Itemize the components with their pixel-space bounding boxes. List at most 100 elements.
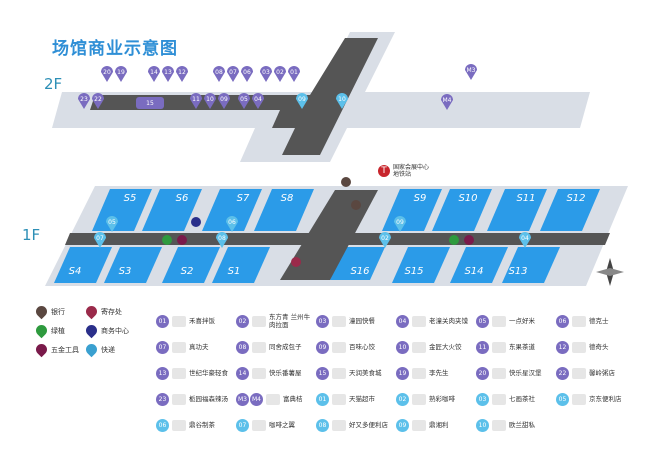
shop-logo-icon — [572, 341, 586, 353]
shop-unit[interactable] — [104, 247, 162, 283]
service-marker-icon[interactable] — [162, 235, 172, 245]
map-pin-2f[interactable]: 03 — [260, 66, 272, 82]
map-pin-label: 05 — [240, 96, 248, 103]
shop-logo-icon — [172, 419, 186, 431]
map-pin-2f[interactable]: 23 — [78, 93, 90, 109]
shop-logo-icon — [412, 367, 426, 379]
shop-number: 04 — [396, 314, 409, 328]
map-pin-2f[interactable]: 11 — [190, 93, 202, 109]
shop-unit[interactable] — [54, 247, 112, 283]
map-pin-2f[interactable]: 04 — [252, 93, 264, 109]
shop-unit[interactable] — [502, 247, 560, 283]
shop-name: 禾喜拌饭 — [189, 317, 215, 325]
shop-unit[interactable] — [212, 247, 270, 283]
floor-1f-plan — [45, 186, 628, 286]
map-pin-2f[interactable]: 19 — [115, 66, 127, 82]
map-pin-2f[interactable]: 12 — [176, 66, 188, 82]
map-pin-2f[interactable]: 22 — [92, 93, 104, 109]
shop-name: 百味心饺 — [349, 343, 375, 351]
shop-unit[interactable] — [330, 247, 385, 280]
service-marker-icon[interactable] — [464, 235, 474, 245]
map-pin-2f[interactable]: 06 — [241, 66, 253, 82]
shop-unit[interactable] — [142, 189, 202, 231]
shop-unit[interactable] — [487, 189, 547, 231]
map-pin-1f[interactable]: 05 — [106, 216, 118, 232]
map-pin-2f[interactable]: 08 — [213, 66, 225, 82]
service-marker-icon[interactable] — [449, 235, 459, 245]
map-pin-2f[interactable]: 09 — [218, 93, 230, 109]
service-marker-icon[interactable] — [351, 200, 361, 210]
map-pin-2f[interactable]: 10 — [204, 93, 216, 109]
map-pin-2f[interactable]: 07 — [227, 66, 239, 82]
shop-name: 快乐番薯屋 — [269, 369, 302, 377]
shop-logo-icon — [492, 367, 506, 379]
shop-unit[interactable] — [540, 189, 600, 231]
service-pin-icon — [33, 341, 50, 358]
shop-unit[interactable] — [432, 189, 492, 231]
map-pin-1f[interactable]: 07 — [94, 232, 106, 248]
map-pin-2f[interactable]: 01 — [288, 66, 300, 82]
map-pin-1f[interactable]: 06 — [226, 216, 238, 232]
shop-unit[interactable] — [202, 189, 262, 231]
map-pin-2f[interactable]: 15 — [136, 97, 164, 109]
map-pin-label: 04 — [254, 96, 262, 103]
shop-unit[interactable] — [450, 247, 508, 283]
map-pin-1f[interactable]: 09 — [394, 216, 406, 232]
map-pin-2f[interactable]: 14 — [148, 66, 160, 82]
service-marker-icon[interactable] — [291, 257, 301, 267]
map-pin-2f[interactable]: 13 — [162, 66, 174, 82]
map-pin-2f[interactable]: 09 — [296, 93, 308, 109]
map-pin-label: 12 — [178, 69, 186, 76]
shop-logo-icon — [412, 341, 426, 353]
map-pin-2f[interactable]: M3 — [465, 64, 477, 80]
shop-unit[interactable] — [162, 247, 220, 283]
map-pin-2f[interactable]: 05 — [238, 93, 250, 109]
map-pin-1f[interactable]: 08 — [216, 232, 228, 248]
service-marker-icon[interactable] — [191, 217, 201, 227]
map-pin-2f[interactable]: M4 — [441, 94, 453, 110]
map-pin-label: 07 — [96, 235, 104, 242]
shop-unit[interactable] — [392, 247, 450, 283]
shop-name: 七画茶社 — [509, 395, 535, 403]
service-marker-icon[interactable] — [177, 235, 187, 245]
map-pin-2f[interactable]: 02 — [274, 66, 286, 82]
shop-unit[interactable] — [254, 189, 314, 231]
shop-number: 01 — [316, 392, 329, 406]
map-pin-1f[interactable]: 02 — [379, 232, 391, 248]
map-pin-2f[interactable]: 20 — [101, 66, 113, 82]
map-pin-2f[interactable]: 10 — [336, 93, 348, 109]
map-pin-1f[interactable]: 04 — [519, 232, 531, 248]
shop-name: 咖啡之翼 — [269, 421, 295, 429]
service-marker-icon[interactable] — [341, 177, 351, 187]
service-legend-item: 商务中心 — [83, 322, 150, 339]
